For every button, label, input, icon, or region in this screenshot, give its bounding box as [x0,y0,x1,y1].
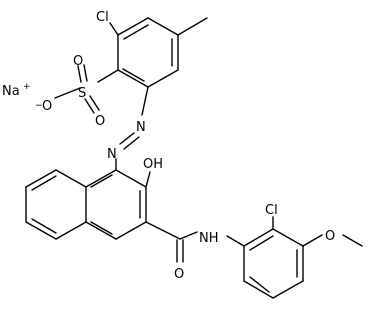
hydroxy-bond [145,171,151,188]
atom-o-top: O [73,54,83,69]
atom-o-left: O [42,99,52,114]
sulfonate-bonds [54,64,100,114]
atom-labels: Na + Cl S O O − O N N OH NH O Cl O [2,10,335,282]
naphthalene-bonds [25,169,147,240]
atom-o-right: O [95,114,105,129]
sodium-charge: + [23,82,31,92]
atom-amide-nh: NH [199,231,219,246]
amide-bonds [145,221,245,263]
atom-methoxy-o: O [325,229,335,244]
methoxy-bonds [302,234,363,247]
atom-n-azo-upper: N [136,120,146,135]
atom-cl-top: Cl [96,10,109,25]
sodium-symbol: Na [2,84,20,99]
atom-amide-o: O [174,267,184,282]
azo-bonds [115,86,149,171]
atom-n-azo-lower: N [107,147,117,162]
atom-sulfur: S [78,86,86,101]
methyl-bond [177,17,208,36]
atom-hydroxy: OH [143,157,163,172]
atom-o-left-charge: − [35,101,43,111]
cl-top-bond [109,22,119,36]
ring-c-bonds [243,228,304,299]
atom-cl-bottom: Cl [265,203,278,218]
sodium-label: Na + [2,82,31,99]
ring-a-bonds [117,17,179,88]
c-s-bond [97,69,119,83]
